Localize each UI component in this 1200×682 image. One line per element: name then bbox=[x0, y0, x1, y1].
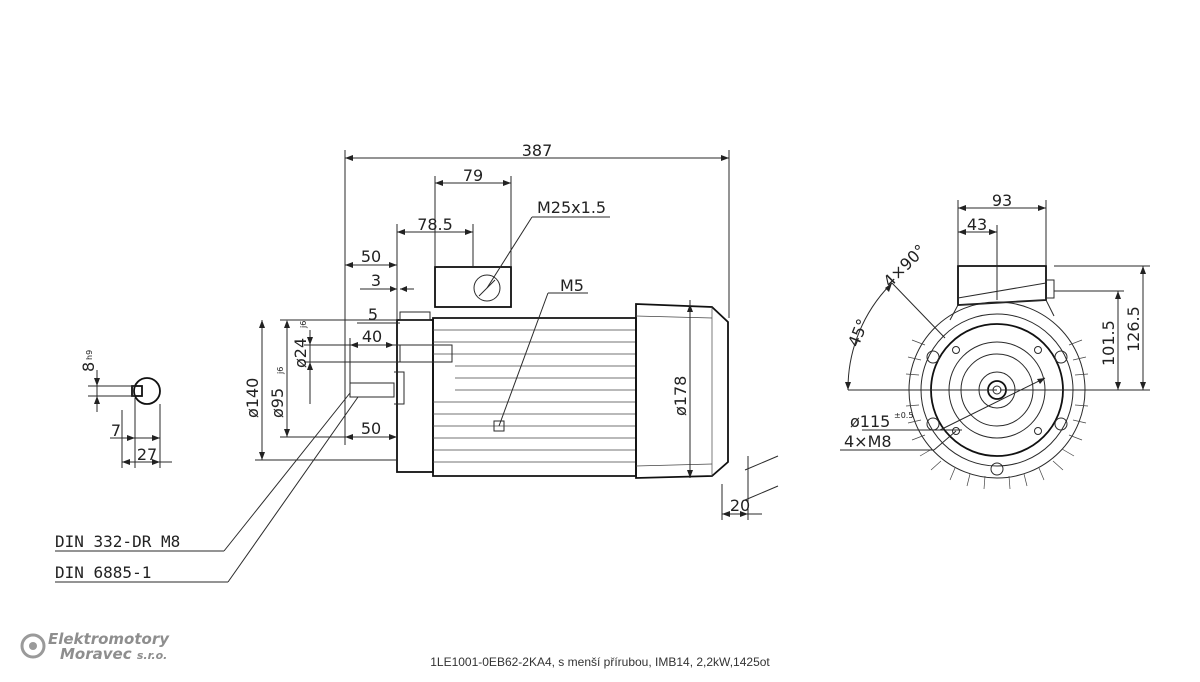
dim-overall-length: 387 bbox=[522, 141, 553, 160]
key bbox=[349, 382, 395, 398]
dim-holes: 4×M8 bbox=[844, 432, 892, 451]
dim-dia115-tol: ±0.5 bbox=[894, 411, 913, 420]
dim-earth: M5 bbox=[560, 276, 584, 295]
key-detail: 8 h9 7 27 bbox=[79, 350, 172, 468]
dim-dia178: ø178 bbox=[671, 376, 690, 416]
side-arrows bbox=[259, 155, 748, 517]
logo-motor-icon bbox=[20, 633, 46, 659]
dim-gland: M25x1.5 bbox=[537, 198, 606, 217]
dim-end-93: 93 bbox=[992, 191, 1012, 210]
dim-5: 5 bbox=[368, 305, 378, 324]
dim-dia95: ø95 bbox=[268, 388, 287, 418]
dim-dia115: ø115 bbox=[850, 412, 890, 431]
logo-line-1: Elektromotory bbox=[48, 630, 169, 648]
dim-40: 40 bbox=[362, 327, 382, 346]
dim-key-8-tol: h9 bbox=[85, 350, 94, 360]
dim-end-43: 43 bbox=[967, 215, 987, 234]
note-din-332: DIN 332-DR M8 bbox=[55, 532, 180, 551]
drawing-caption: 1LE1001-0EB62-2KA4, s menší přírubou, IM… bbox=[430, 655, 770, 669]
dim-end-101-5: 101.5 bbox=[1099, 320, 1118, 366]
side-view bbox=[349, 266, 729, 479]
dim-50-bottom: 50 bbox=[361, 419, 381, 438]
dim-dia140: ø140 bbox=[243, 378, 262, 418]
dim-key-27: 27 bbox=[137, 445, 157, 464]
dim-20: 20 bbox=[730, 496, 750, 515]
dim-top-box-width: 79 bbox=[463, 166, 483, 185]
dim-end-126-5: 126.5 bbox=[1124, 306, 1143, 352]
flange bbox=[396, 319, 434, 473]
dim-key-8: 8 bbox=[79, 362, 98, 372]
dim-angle-4x90: 4×90° bbox=[879, 241, 929, 291]
logo-company-suffix: s.r.o. bbox=[136, 649, 168, 662]
end-dimension-lines bbox=[840, 200, 1150, 451]
logo-line-2: Moravec s.r.o. bbox=[60, 645, 167, 663]
cooling-fins bbox=[433, 329, 636, 463]
dim-top-box-offset: 78.5 bbox=[417, 215, 453, 234]
dim-dia24-tol: j6 bbox=[299, 321, 308, 329]
note-din-6885: DIN 6885-1 bbox=[55, 563, 151, 582]
shaft bbox=[399, 344, 453, 363]
dim-50-top: 50 bbox=[361, 247, 381, 266]
logo-company-name: Moravec bbox=[60, 645, 132, 663]
end-arrows bbox=[845, 205, 1146, 390]
end-fins bbox=[905, 339, 1089, 490]
dim-angle-45: 45° bbox=[844, 316, 872, 349]
dim-3: 3 bbox=[371, 271, 381, 290]
dim-key-7: 7 bbox=[111, 421, 121, 440]
cable-gland bbox=[473, 274, 501, 302]
company-logo: Elektromotory Moravec s.r.o. bbox=[20, 630, 210, 664]
dim-dia24: ø24 bbox=[291, 338, 310, 368]
dim-dia95-tol: j6 bbox=[276, 367, 285, 375]
